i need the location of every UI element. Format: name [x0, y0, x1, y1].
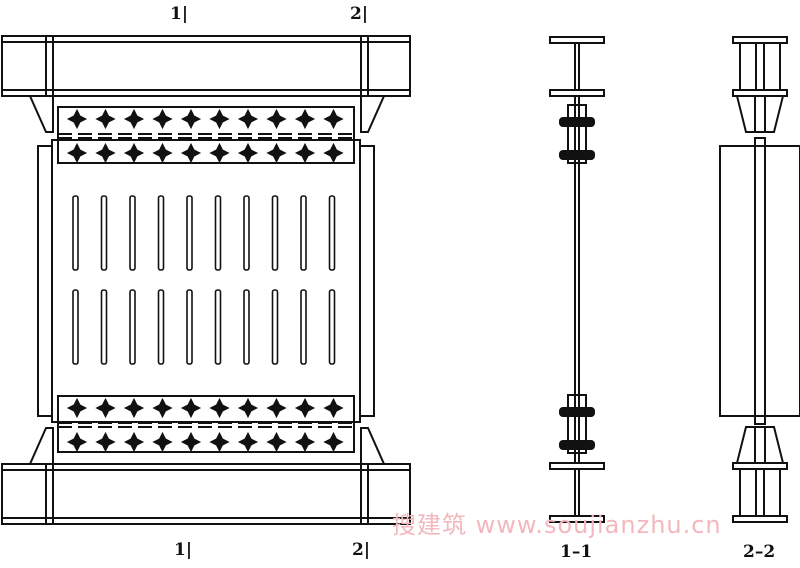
- vertical-slot: [186, 289, 193, 365]
- bolt-icon: [180, 142, 202, 164]
- bolt-icon: [323, 431, 344, 453]
- vertical-slot: [300, 289, 307, 365]
- bolt-side-icon: [559, 440, 595, 450]
- bolt-icon: [237, 431, 259, 453]
- vertical-slot: [328, 195, 336, 271]
- bolt-icon: [123, 431, 145, 453]
- i-beam-flange: [549, 36, 605, 44]
- gusset-plate: [360, 95, 386, 133]
- bolt-icon: [237, 397, 259, 419]
- bolt-side-icon: [559, 117, 595, 127]
- bolt-icon: [294, 142, 316, 164]
- splice-plate-section: [567, 104, 587, 164]
- bolt-icon: [209, 108, 230, 130]
- bolt-icon: [180, 431, 202, 453]
- section-1-1: [549, 36, 605, 523]
- i-beam-web: [755, 42, 765, 91]
- vertical-slot: [72, 289, 79, 365]
- vertical-slot: [243, 195, 250, 271]
- bolt-icon: [123, 397, 145, 419]
- vertical-slot: [157, 289, 165, 365]
- vertical-slot: [100, 195, 108, 271]
- bolt-side-icon: [559, 150, 595, 160]
- vertical-slot: [129, 289, 136, 365]
- beam-outline: [1, 35, 411, 97]
- section-2-2: [719, 36, 800, 523]
- vertical-slot: [243, 289, 250, 365]
- bolt-icon: [209, 431, 230, 453]
- bolt-icon: [294, 431, 316, 453]
- bolt-icon: [209, 397, 230, 419]
- bolt-icon: [95, 108, 116, 130]
- bolt-icon: [95, 142, 116, 164]
- bolt-icon: [323, 142, 344, 164]
- bolt-icon: [294, 397, 316, 419]
- bolt-icon: [66, 108, 88, 130]
- i-beam-flange: [549, 89, 605, 97]
- bolt-icon: [95, 397, 116, 419]
- gusset-plate: [28, 427, 54, 465]
- bolt-icon: [266, 431, 287, 453]
- vertical-slot: [186, 195, 193, 271]
- i-beam-flange: [549, 515, 605, 523]
- gusset-plate: [28, 95, 54, 133]
- vertical-slot: [271, 289, 279, 365]
- front-elevation: [1, 35, 411, 525]
- bolt-icon: [66, 142, 88, 164]
- bolt-icon: [152, 431, 173, 453]
- bolt-icon: [180, 108, 202, 130]
- bolt-side-icon: [559, 407, 595, 417]
- splice-plate-section: [567, 394, 587, 454]
- gusset-plate: [735, 95, 785, 133]
- watermark: 搜建筑 www.soujianzhu.cn: [392, 511, 722, 539]
- gusset-plate: [735, 426, 785, 464]
- section-mark-bottom-1: 1|: [174, 540, 193, 560]
- bolt-icon: [152, 108, 173, 130]
- bolt-icon: [323, 397, 344, 419]
- side-plates-section: [719, 145, 800, 417]
- bolt-icon: [237, 108, 259, 130]
- i-beam-web: [755, 468, 765, 517]
- section-title-2-2: 2–2: [743, 542, 776, 562]
- section-title-1-1: 1–1: [560, 542, 593, 562]
- bolt-icon: [209, 142, 230, 164]
- side-plate-left: [37, 145, 53, 417]
- section-mark-top-2: 2|: [350, 4, 369, 24]
- section-mark-top-1: 1|: [170, 4, 189, 24]
- bolt-icon: [266, 142, 287, 164]
- bolt-icon: [66, 431, 88, 453]
- vertical-slot: [72, 195, 79, 271]
- bolt-icon: [294, 108, 316, 130]
- bolt-icon: [323, 108, 344, 130]
- side-plate-right: [359, 145, 375, 417]
- i-beam-flange: [549, 462, 605, 470]
- vertical-slot: [214, 195, 222, 271]
- bolt-icon: [66, 397, 88, 419]
- vertical-slot: [129, 195, 136, 271]
- vertical-slot: [300, 195, 307, 271]
- vertical-slot: [271, 195, 279, 271]
- main-plate-section: [754, 137, 766, 425]
- section-mark-bottom-2: 2|: [352, 540, 371, 560]
- vertical-slot: [157, 195, 165, 271]
- bolt-icon: [266, 108, 287, 130]
- main-steel-plate: [51, 139, 361, 423]
- bolt-icon: [95, 431, 116, 453]
- gusset-plate: [360, 427, 386, 465]
- vertical-slot: [214, 289, 222, 365]
- bolt-icon: [123, 108, 145, 130]
- vertical-slot: [100, 289, 108, 365]
- bolt-icon: [152, 142, 173, 164]
- bolt-icon: [123, 142, 145, 164]
- vertical-slot: [328, 289, 336, 365]
- bolt-icon: [152, 397, 173, 419]
- bolt-icon: [266, 397, 287, 419]
- bolt-icon: [237, 142, 259, 164]
- beam-outline: [1, 463, 411, 525]
- bolt-icon: [180, 397, 202, 419]
